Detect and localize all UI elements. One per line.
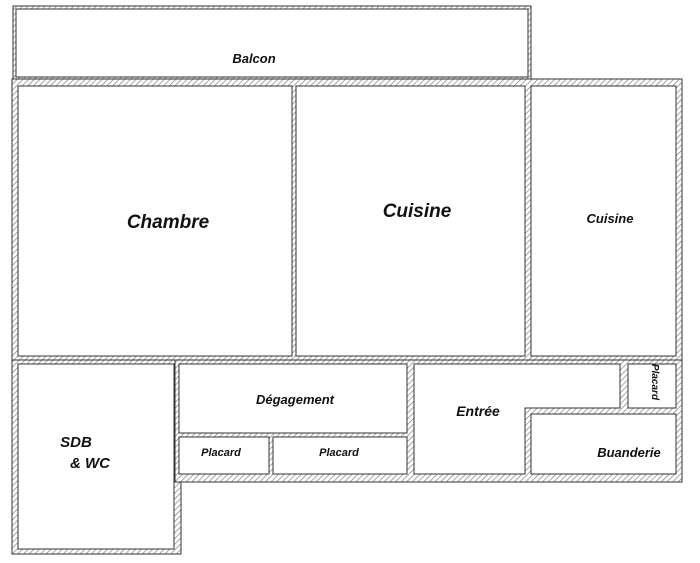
room-placard-left	[178, 436, 270, 475]
room-buanderie	[530, 413, 677, 475]
label-buanderie: Buanderie	[597, 445, 661, 460]
room-chambre	[17, 85, 293, 357]
label-degagement: Dégagement	[256, 392, 335, 407]
label-placard-right: Placard	[649, 364, 660, 401]
label-placard-left: Placard	[201, 447, 241, 459]
room-placard-mid	[272, 436, 408, 475]
label-chambre: Chambre	[127, 212, 210, 233]
labels: Balcon Chambre Cuisine Cuisine Placard S…	[60, 51, 661, 472]
label-placard-mid: Placard	[319, 447, 359, 459]
room-cuisine-main	[295, 85, 526, 357]
label-sdb: SDB	[60, 434, 92, 451]
room-degagement	[178, 363, 408, 434]
room-sdb-wc	[17, 363, 175, 550]
rooms	[15, 8, 677, 550]
room-balcon	[15, 8, 529, 78]
label-entree: Entrée	[456, 403, 500, 419]
label-balcon: Balcon	[232, 51, 275, 66]
room-placard-right	[627, 363, 677, 409]
room-entree	[413, 363, 621, 475]
label-cuisine-side: Cuisine	[587, 211, 634, 226]
room-cuisine-side	[530, 85, 677, 357]
label-wc: & WC	[70, 455, 111, 472]
label-cuisine-main: Cuisine	[383, 201, 452, 222]
